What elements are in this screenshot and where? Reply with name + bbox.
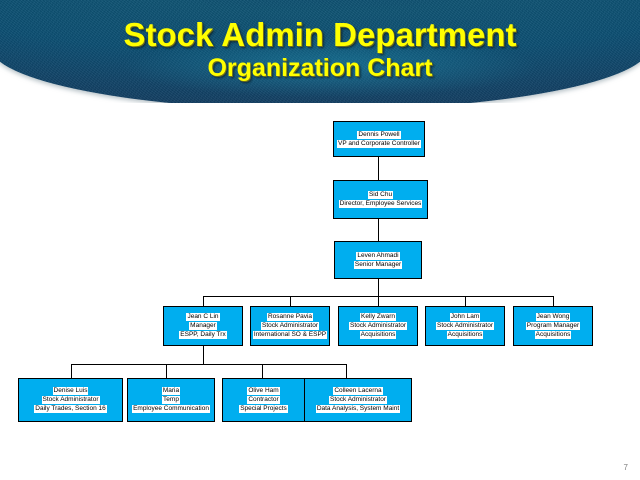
org-node-name: Olive Ham [247, 387, 280, 395]
connector-bus-n11 [262, 364, 263, 378]
org-node-detail: International SO & ESPP [252, 331, 328, 339]
org-node-title: Stock Administrator [261, 322, 319, 330]
org-node-n11[interactable]: Olive Ham Contractor Special Projects [222, 378, 305, 422]
org-node-detail: Daily Trades, Section 16 [34, 405, 107, 413]
org-node-title: Contractor [247, 396, 280, 404]
page-number: 7 [623, 463, 628, 472]
org-node-name: Colleen Lacerna [333, 387, 383, 395]
org-node-detail: Acquisitions [359, 331, 397, 339]
org-node-name: Jean C Lin [186, 313, 220, 321]
org-node-n8[interactable]: Jean Wong Program Manager Acquisitions [513, 306, 593, 346]
title-banner: Stock Admin Department Organization Char… [0, 0, 640, 103]
connector-bus-level5 [71, 364, 346, 365]
banner-texture [0, 0, 640, 103]
org-node-n10[interactable]: Maria Temp Employee Communication [127, 378, 215, 422]
org-node-detail: Acquisitions [446, 331, 484, 339]
org-node-detail: Employee Communication [132, 405, 210, 413]
connector-n2-n3 [378, 219, 379, 241]
org-node-title: Director, Employee Services [338, 200, 423, 208]
connector-bus-n4 [203, 296, 204, 306]
org-node-name: John Lam [449, 313, 481, 321]
slide-subtitle: Organization Chart [207, 54, 433, 82]
org-node-title: Temp [162, 396, 180, 404]
org-node-detail: ESPP, Daily Trx [179, 331, 227, 339]
org-node-n3[interactable]: Leven Ahmadi Senior Manager [334, 241, 422, 279]
org-node-title: Manager [189, 322, 217, 330]
org-node-n5[interactable]: Rosanne Pavia Stock Administrator Intern… [250, 306, 330, 346]
connector-bus-n7 [465, 296, 466, 306]
org-node-detail: Data Analysis, System Maint [315, 405, 401, 413]
slide-title: Stock Admin Department [123, 16, 517, 53]
org-node-n12[interactable]: Colleen Lacerna Stock Administrator Data… [304, 378, 412, 422]
connector-bus-n9 [71, 364, 72, 378]
org-node-n4[interactable]: Jean C Lin Manager ESPP, Daily Trx [163, 306, 243, 346]
org-node-name: Denise Luis [52, 387, 89, 395]
banner-highlight [120, 36, 540, 98]
connector-bus-n5 [290, 296, 291, 306]
org-node-name: Leven Ahmadi [356, 251, 400, 260]
org-node-title: Stock Administrator [329, 396, 387, 404]
org-node-name: Jean Wong [535, 313, 571, 321]
banner-background [0, 0, 640, 103]
connector-n1-n2 [378, 157, 379, 180]
org-node-title: VP and Corporate Controller [337, 139, 421, 148]
connector-bus-n12 [346, 364, 347, 378]
connector-bus-n10 [166, 364, 167, 378]
org-node-name: Sid Chu [367, 191, 394, 199]
connector-bus-n8 [553, 296, 554, 306]
org-node-detail: Special Projects [239, 405, 288, 413]
org-node-n7[interactable]: John Lam Stock Administrator Acquisition… [425, 306, 505, 346]
org-node-n6[interactable]: Kelly Zwarn Stock Administrator Acquisit… [338, 306, 418, 346]
org-node-name: Maria [161, 387, 181, 395]
connector-bus-n6 [378, 296, 379, 306]
org-node-title: Stock Administrator [349, 322, 407, 330]
org-node-title: Senior Manager [353, 260, 403, 269]
org-node-name: Dennis Powell [357, 130, 401, 139]
org-node-name: Rosanne Pavia [266, 313, 314, 321]
org-chart: Dennis Powell VP and Corporate Controlle… [0, 103, 640, 480]
org-node-n2[interactable]: Sid Chu Director, Employee Services [333, 180, 428, 219]
org-node-title: Stock Administrator [436, 322, 494, 330]
org-node-detail: Acquisitions [534, 331, 572, 339]
org-node-n1[interactable]: Dennis Powell VP and Corporate Controlle… [333, 121, 425, 157]
org-node-title: Program Manager [525, 322, 581, 330]
connector-n3-bus [378, 279, 379, 296]
connector-n4-bus [203, 346, 204, 364]
org-node-n9[interactable]: Denise Luis Stock Administrator Daily Tr… [18, 378, 123, 422]
org-node-title: Stock Administrator [41, 396, 100, 404]
org-node-name: Kelly Zwarn [360, 313, 396, 321]
